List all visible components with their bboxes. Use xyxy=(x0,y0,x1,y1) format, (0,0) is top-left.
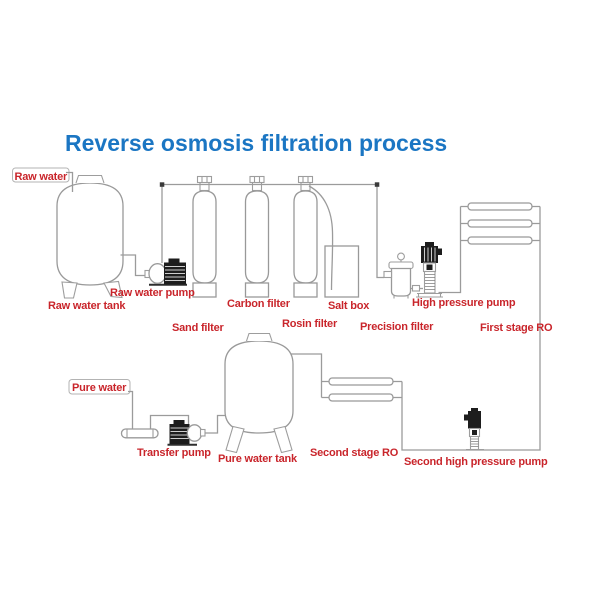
raw-water-tank xyxy=(56,174,124,299)
label-raw-water-pump: Raw water pump xyxy=(110,287,195,299)
raw-water-label-box xyxy=(12,167,70,183)
label-transfer-pump: Transfer pump xyxy=(137,447,211,459)
security-filter xyxy=(120,428,159,439)
transfer-pump xyxy=(167,420,206,446)
label-rosin-filter: Rosin filter xyxy=(282,318,338,330)
label-second-stage-ro: Second stage RO xyxy=(310,447,399,459)
second-high-pressure-pump xyxy=(464,408,484,451)
pipes xyxy=(120,182,541,451)
salt-box xyxy=(324,245,360,298)
sand-filter xyxy=(192,175,217,298)
label-carbon-filter: Carbon filter xyxy=(227,298,291,310)
second-stage-ro-membranes xyxy=(328,377,394,402)
raw-water-pump xyxy=(144,258,187,286)
labels: Raw water Raw water tank Raw water pump … xyxy=(15,171,554,468)
label-high-pressure-pump: High pressure pump xyxy=(412,297,516,309)
pipe-junction-dot xyxy=(374,182,380,187)
label-pure-water: Pure water xyxy=(72,382,127,394)
label-pure-water-tank: Pure water tank xyxy=(218,453,298,465)
label-first-stage-ro: First stage RO xyxy=(480,322,553,334)
label-raw-water: Raw water xyxy=(15,171,69,183)
label-raw-water-tank: Raw water tank xyxy=(48,300,126,312)
valve-icon xyxy=(411,284,421,292)
pipe-junction-dot xyxy=(159,182,165,187)
label-salt-box: Salt box xyxy=(328,300,370,312)
label-sand-filter: Sand filter xyxy=(172,322,225,334)
carbon-filter xyxy=(244,175,270,298)
label-precision-filter: Precision filter xyxy=(360,321,434,333)
raw-water-leader-line xyxy=(66,171,74,192)
pure-water-leader-line xyxy=(128,390,134,429)
label-leaders xyxy=(12,167,134,429)
high-pressure-pump xyxy=(416,242,443,298)
pure-water-tank xyxy=(224,332,294,454)
label-second-high-pressure-pump: Second high pressure pump xyxy=(404,456,548,468)
pure-water-label-box xyxy=(68,379,131,395)
precision-filter xyxy=(383,252,421,299)
page-title: Reverse osmosis filtration process xyxy=(65,130,447,156)
first-stage-ro-membranes xyxy=(467,202,533,245)
rosin-filter xyxy=(293,175,318,298)
